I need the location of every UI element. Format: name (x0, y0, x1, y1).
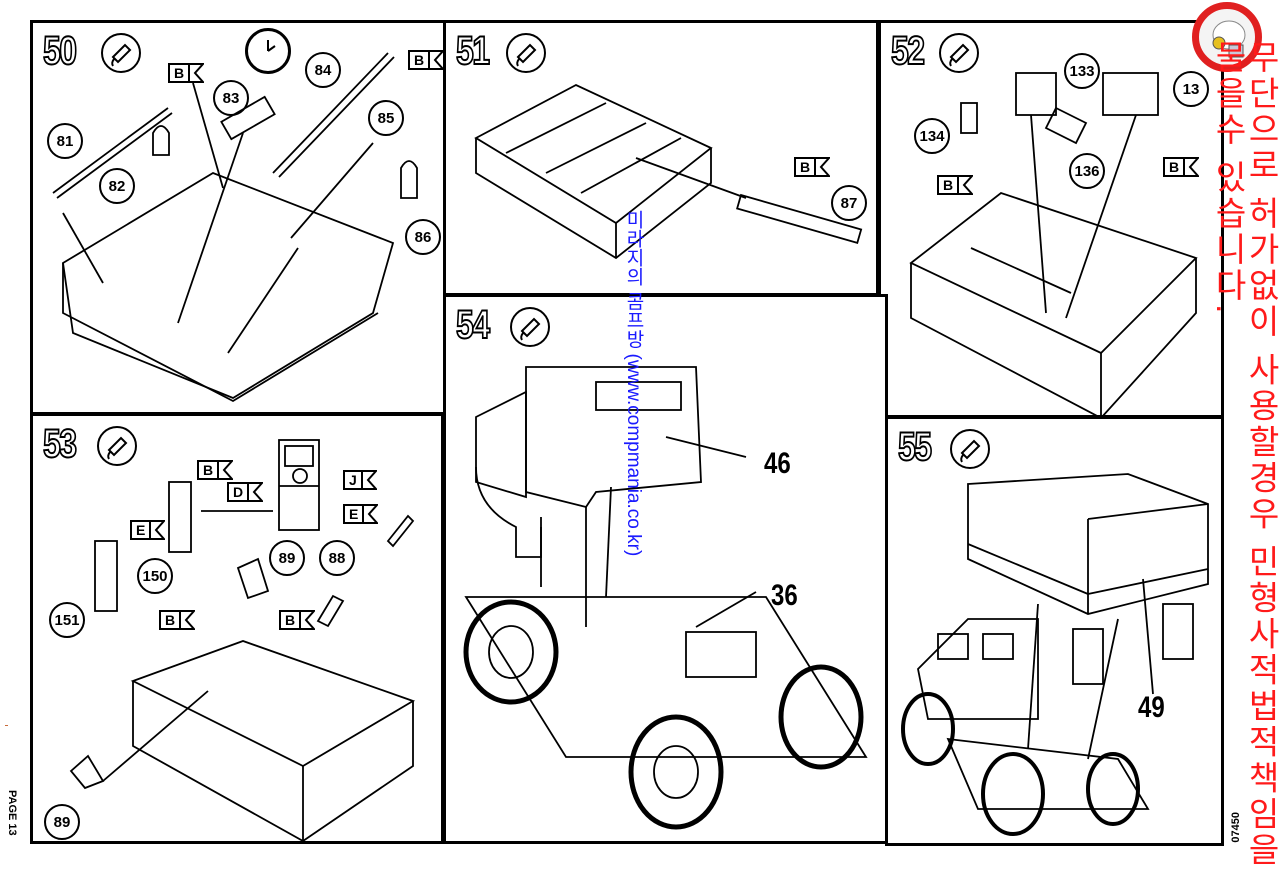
step-number: 51 (455, 29, 491, 73)
truck-bed-interior-drawing (69, 439, 416, 841)
color-flag: B (197, 460, 234, 480)
color-flag: B (794, 157, 831, 177)
step-52-panel: 52 133 13 134 136 B B (878, 20, 1224, 418)
color-flag: B (279, 610, 316, 630)
truck-canopy-drawing (901, 473, 1209, 836)
margin-tick (5, 725, 8, 726)
color-flag: B (937, 175, 974, 195)
part-callout: 151 (49, 602, 85, 638)
truck-bed-drawing (52, 52, 418, 403)
step-number: 54 (455, 303, 491, 347)
color-flag: J (343, 470, 377, 490)
glue-tube-icon (939, 33, 979, 73)
part-callout: 134 (914, 118, 950, 154)
glue-tube-icon (950, 429, 990, 469)
part-callout: 84 (305, 52, 341, 88)
website-watermark: 미라지의 콤프방 (www.compmania.co.kr) (623, 210, 644, 557)
part-callout: 136 (1069, 153, 1105, 189)
part-callout: 81 (47, 123, 83, 159)
glue-tube-icon (510, 307, 550, 347)
color-flag: E (343, 504, 379, 524)
glue-tube-icon (97, 426, 137, 466)
step-number: 50 (42, 29, 78, 73)
clock-drying-time-icon (245, 28, 291, 74)
step-number: 53 (42, 422, 78, 466)
truck-bed-drawing (474, 83, 863, 260)
part-callout: 89 (269, 540, 305, 576)
step-53-panel: 53 150 151 89 88 89 B J D E E B B (30, 413, 444, 844)
page-label: PAGE 13 (6, 790, 18, 836)
step-51-panel: 51 87 B (443, 20, 879, 296)
truck-cab-chassis-drawing (463, 366, 868, 830)
color-flag: B (168, 63, 205, 83)
part-callout: 86 (405, 219, 441, 255)
glue-tube-icon (101, 33, 141, 73)
glue-tube-icon (506, 33, 546, 73)
step-number: 55 (897, 425, 933, 469)
color-flag: E (130, 520, 166, 540)
step-50-panel: 50 81 82 83 84 85 86 B B (30, 20, 446, 415)
color-flag: D (227, 482, 264, 502)
step-55-panel: 55 49 (885, 416, 1224, 846)
copyright-warning-watermark: 무단으로 허가없이 사용할경우 민형사적법적책임을 물을수 있습니다. (1210, 40, 1280, 869)
compmania-logo-stamp (1192, 2, 1262, 72)
part-callout: 89 (44, 804, 80, 840)
part-callout: 13 (1173, 71, 1209, 107)
part-label: 49 (1138, 691, 1165, 724)
part-callout: 85 (368, 100, 404, 136)
part-callout: 150 (137, 558, 173, 594)
part-label: 46 (764, 447, 791, 480)
part-callout: 133 (1064, 53, 1100, 89)
part-callout: 88 (319, 540, 355, 576)
step-54-panel: 54 46 36 (443, 294, 888, 844)
part-label: 36 (771, 579, 798, 612)
truck-bed-drawing (909, 72, 1198, 415)
part-callout: 87 (831, 185, 867, 221)
color-flag: B (159, 610, 196, 630)
color-flag: B (1163, 157, 1200, 177)
color-flag: B (408, 50, 445, 70)
part-callout: 82 (99, 168, 135, 204)
step-number: 52 (890, 29, 926, 73)
